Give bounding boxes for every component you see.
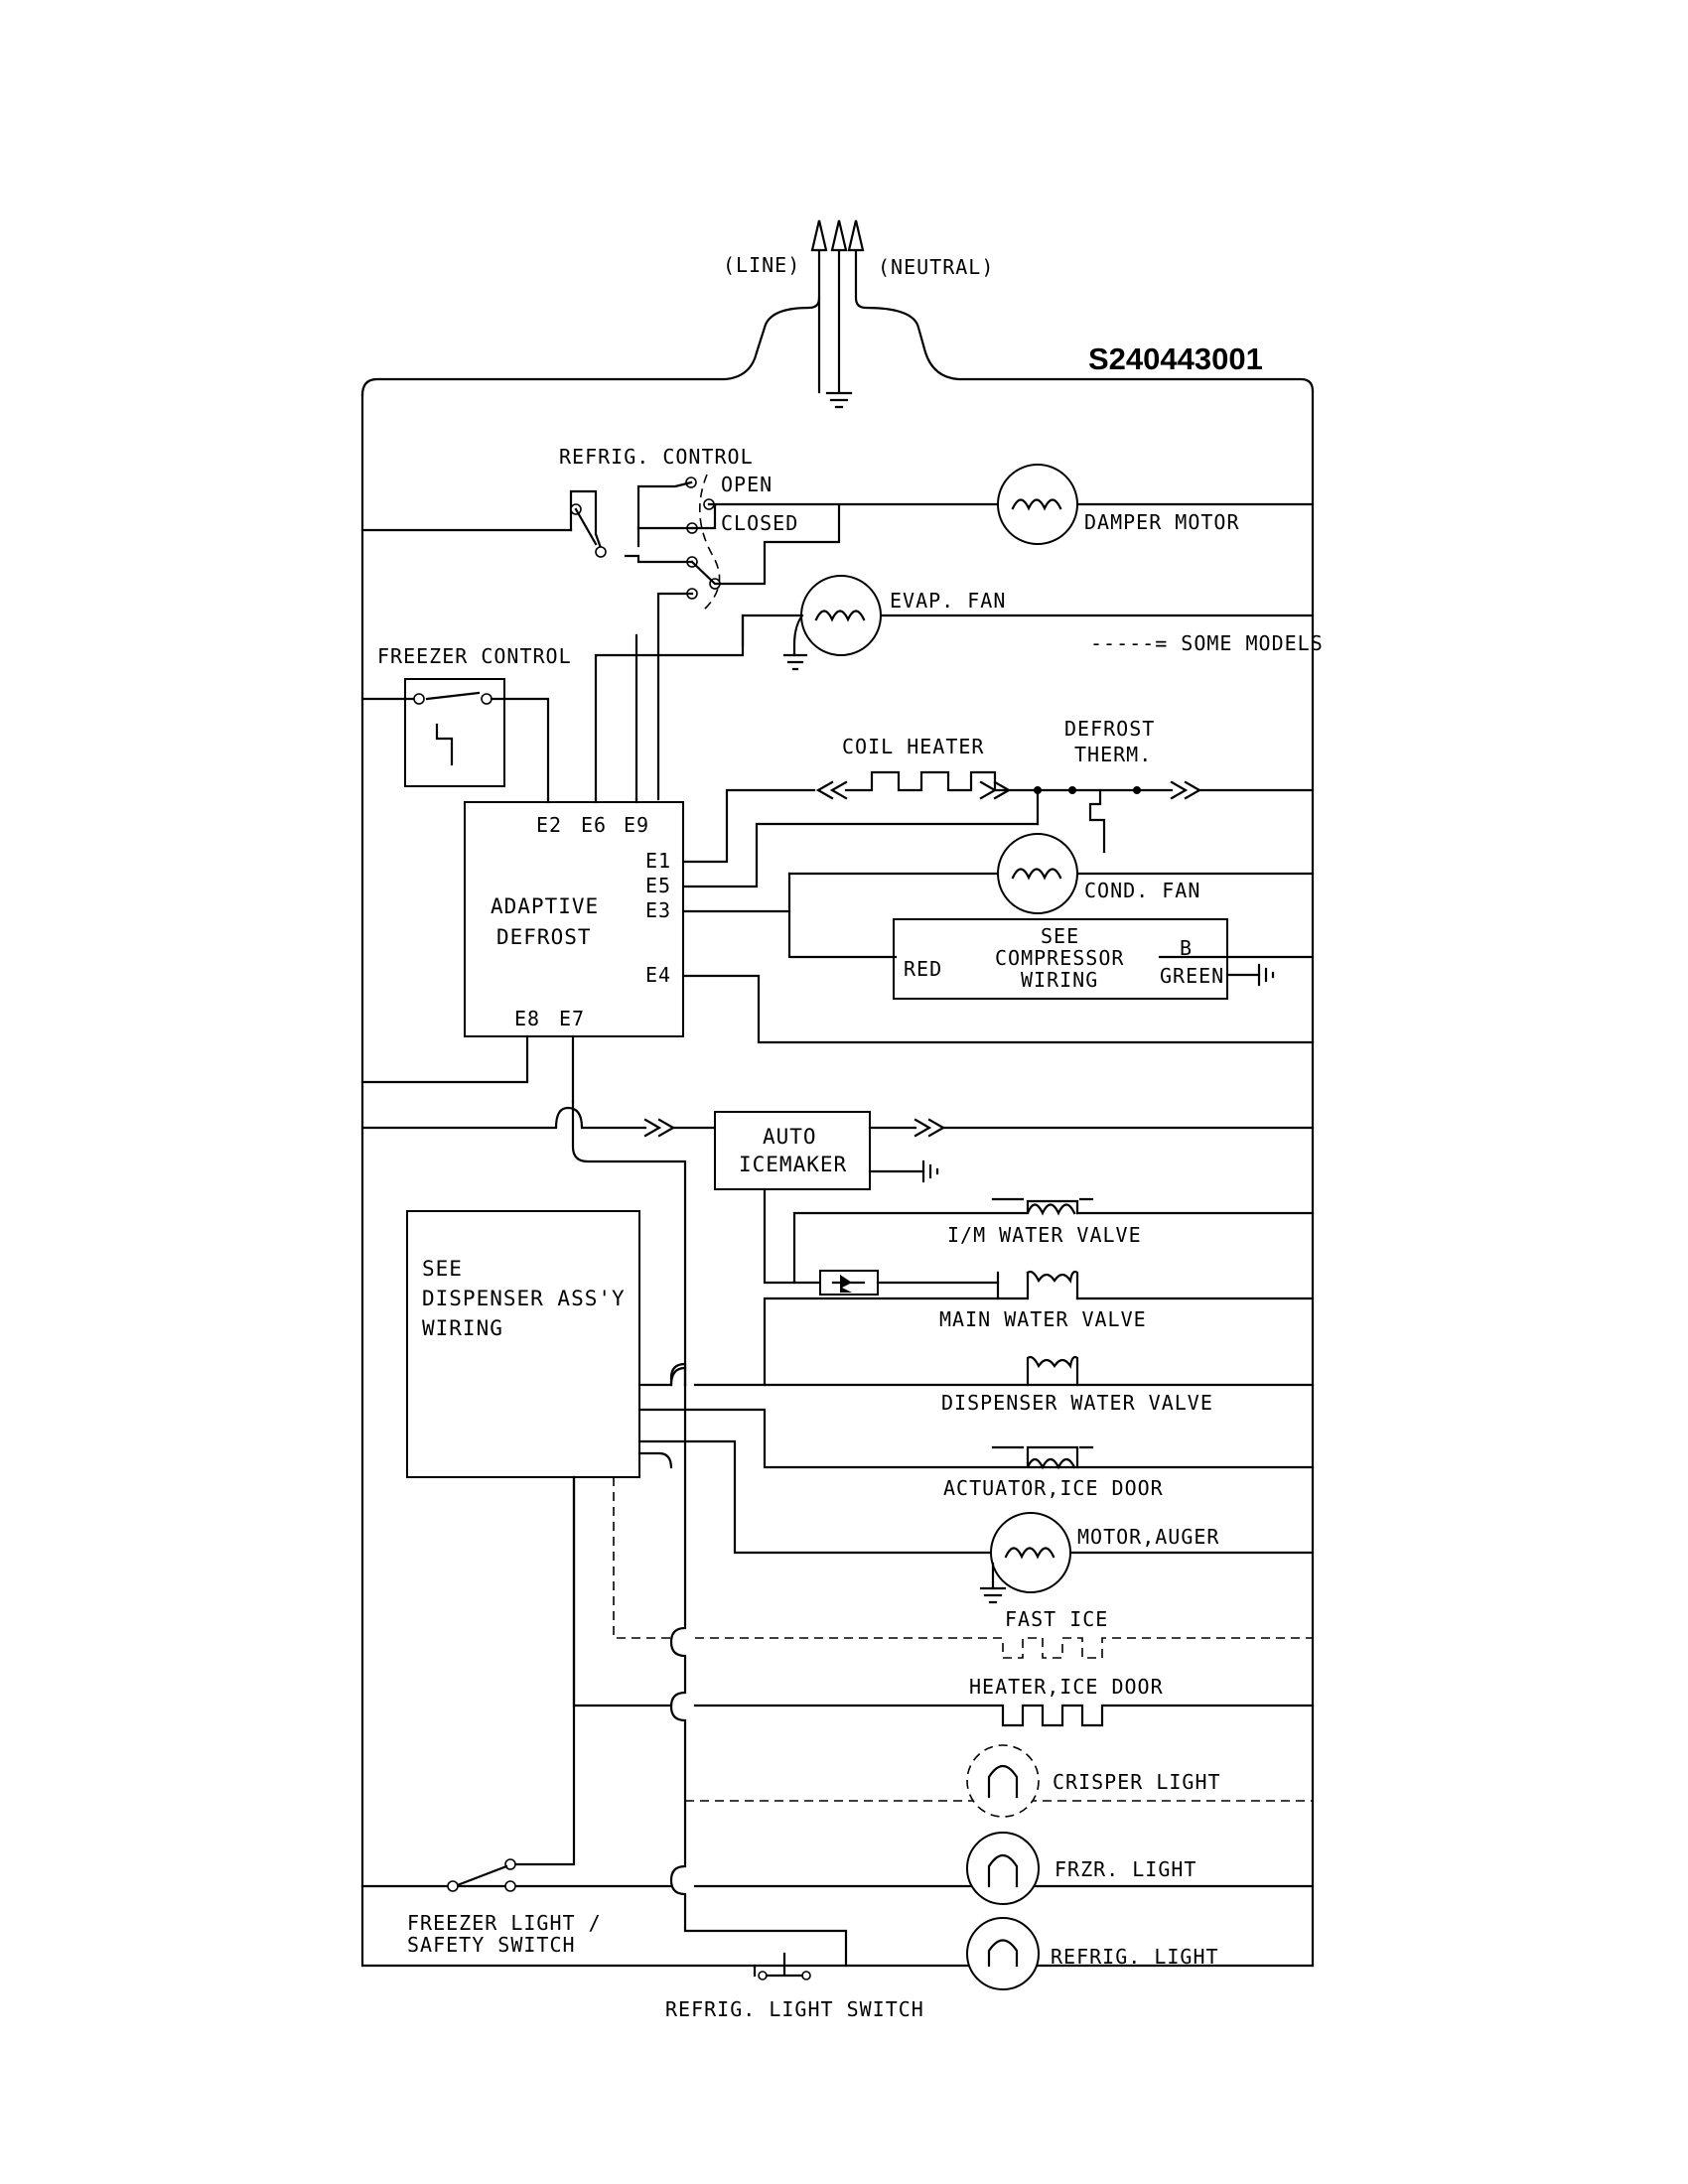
crisper-light: CRISPER LIGHT [685,1744,1313,1818]
freezer-control-label: FREEZER CONTROL [377,644,572,668]
refrig-control: REFRIG. CONTROL OPEN CLOSED [360,445,1000,801]
refrig-light-switch-terminal-left [758,1971,768,1980]
red-label: RED [904,957,942,981]
motor-auger: MOTOR,AUGER [637,1439,1315,1604]
dispenser-water-valve-label: DISPENSER WATER VALVE [941,1391,1213,1415]
dispenser-wiring-label: WIRING [422,1316,503,1340]
supply-ground-symbol [825,391,853,409]
freezer-switch-terminal-top [504,1858,516,1870]
dispenser-see-label: SEE [422,1257,463,1281]
auto-icemaker-box [714,1111,871,1190]
frzr-light-label: FRZR. LIGHT [1055,1857,1196,1881]
main-water-valve-label: MAIN WATER VALVE [939,1307,1147,1331]
crisper-light-label: CRISPER LIGHT [1053,1770,1221,1794]
terminal-e6: E6 [581,813,607,837]
closed-label: CLOSED [721,511,798,535]
diode-block [819,1270,1000,1296]
terminal-e5: E5 [645,874,671,897]
green-label: GREEN [1160,964,1224,988]
adaptive-defrost: E2 E6 E9 E1 E5 E3 E4 E8 E7 ADAPTIVE DEFR… [360,797,684,1104]
freezer-control-terminal-left [413,693,425,705]
terminal-e4: E4 [645,963,671,987]
refrig-light-switch-terminal-right [801,1971,811,1980]
some-models-legend: -----= SOME MODELS [1090,631,1324,655]
heater-ice-door: HEATER,ICE DOOR [572,1475,1315,1727]
compressor-see-label: SEE [1041,924,1079,948]
main-water-valve: MAIN WATER VALVE [763,1270,1315,1387]
icemaker-label: ICEMAKER [739,1153,847,1176]
terminal-e8: E8 [514,1007,540,1030]
auto-label: AUTO [763,1125,817,1149]
evap-fan-ground-symbol [782,653,808,671]
motor-auger-label: MOTOR,AUGER [1077,1525,1219,1549]
defrost-therm-label-1: DEFROST [1064,717,1155,741]
refrig-control-label: REFRIG. CONTROL [559,445,754,469]
terminal-e3: E3 [645,898,671,922]
cond-fan-label: COND. FAN [1084,879,1200,902]
freezer-light-switch-label-1: FREEZER LIGHT / [407,1911,602,1935]
heater-ice-door-label: HEATER,ICE DOOR [969,1675,1164,1699]
im-water-valve-label: I/M WATER VALVE [947,1223,1142,1247]
compressor-wiring: SEE COMPRESSOR WIRING RED B GREEN [681,918,1315,1044]
coil-heater-label: COIL HEATER [842,735,984,758]
actuator-ice-door-label: ACTUATOR,ICE DOOR [943,1476,1164,1500]
terminal-e2: E2 [536,813,562,837]
actuator-ice-door: ACTUATOR,ICE DOOR [637,1408,1315,1500]
defrost-thermostat: DEFROST THERM. [1034,717,1315,854]
dispenser-assy-label: DISPENSER ASS'Y [422,1287,626,1310]
neutral-label: (NEUTRAL) [878,255,994,279]
refrig-light: REFRIG. LIGHT [966,1917,1219,1990]
refrig-control-terminal-b [595,546,607,558]
frzr-light: FRZR. LIGHT [360,1832,1315,1905]
line-arrow [810,219,828,252]
auger-ground-symbol [979,1586,1007,1604]
defrost-therm-label-2: THERM. [1074,743,1152,766]
coil-heater: COIL HEATER [681,735,1074,864]
freezer-light-switch: FREEZER LIGHT / SAFETY SWITCH [407,1475,602,1957]
power-supply: (LINE) (NEUTRAL) S240443001 [360,219,1315,409]
diagram-id: S240443001 [1088,341,1263,376]
im-water-valve: I/M WATER VALVE [792,1197,1315,1285]
fast-ice-label: FAST ICE [1005,1607,1108,1631]
refrig-light-switch: REFRIG. LIGHT SWITCH [665,1952,924,2021]
freezer-switch-terminal-bottom [504,1880,516,1892]
neutral-arrow [847,219,865,252]
fast-ice: FAST ICE [613,1477,1313,1659]
refrig-light-switch-label: REFRIG. LIGHT SWITCH [665,1997,924,2021]
open-label: OPEN [721,473,773,496]
freezer-control-terminal-right [481,693,492,705]
terminal-e7: E7 [559,1007,585,1030]
evap-fan: EVAP. FAN -----= SOME MODELS [594,575,1324,801]
freezer-light-switch-label-2: SAFETY SWITCH [407,1933,576,1957]
dispenser-box [406,1210,640,1478]
terminal-e9: E9 [624,813,649,837]
compressor-ground-symbol [1257,963,1275,987]
compressor-wiring-label: WIRING [1021,968,1098,992]
b-label: B [1180,936,1193,960]
cond-fan: COND. FAN [681,822,1315,959]
freezer-control-box [404,678,505,787]
dispenser-assembly: SEE DISPENSER ASS'Y WIRING [406,1210,640,1478]
compressor-box [893,918,1228,1000]
dispenser-water-valve: DISPENSER WATER VALVE [637,1355,1315,1415]
icemaker-ground-symbol [921,1160,939,1183]
refrig-light-label: REFRIG. LIGHT [1051,1945,1219,1969]
damper-motor-label: DAMPER MOTOR [1084,510,1240,534]
adaptive-label: ADAPTIVE [491,894,599,918]
adaptive-defrost-box [464,801,684,1037]
evap-fan-label: EVAP. FAN [890,589,1006,613]
line-label: (LINE) [723,253,800,277]
damper-motor: DAMPER MOTOR [997,464,1315,545]
terminal-e1: E1 [645,849,671,873]
freezer-control: FREEZER CONTROL [360,644,572,801]
auto-icemaker: AUTO ICEMAKER [360,1100,1315,1387]
compressor-label: COMPRESSOR [995,946,1124,970]
defrost-label: DEFROST [496,925,592,949]
ground-arrow [830,219,848,252]
